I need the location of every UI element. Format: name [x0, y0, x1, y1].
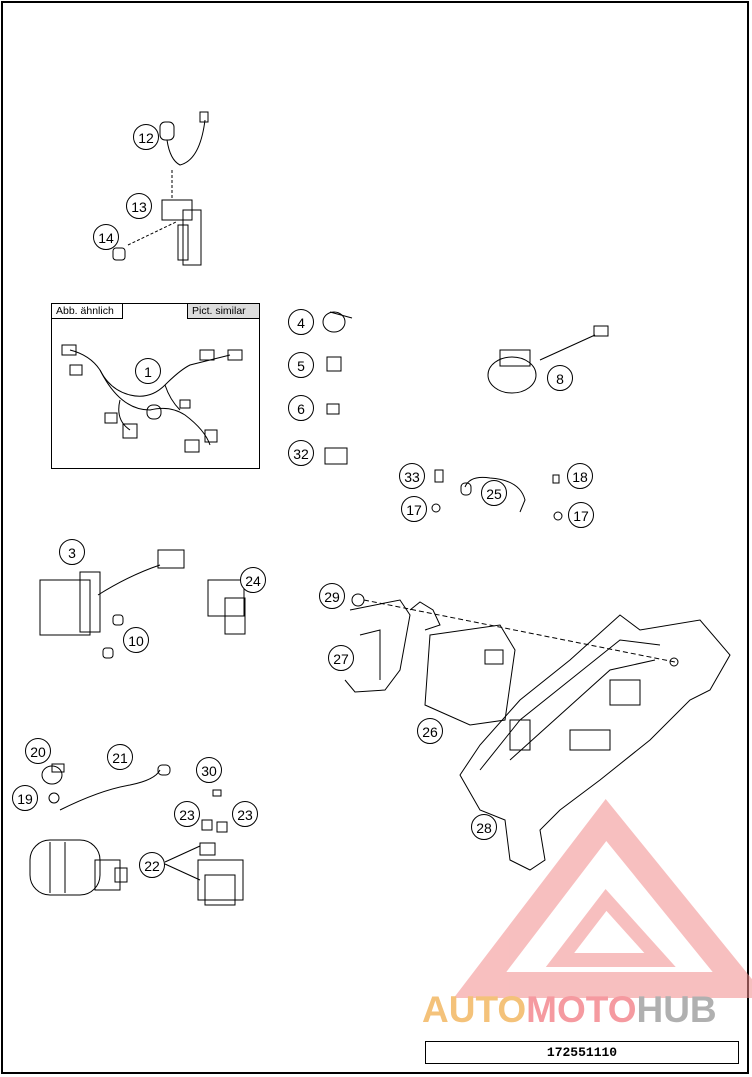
fuse-box-cover — [207, 579, 246, 635]
harness-inset — [51, 303, 260, 469]
voltage-regulator — [39, 549, 185, 659]
battery-cable — [431, 469, 563, 521]
callout-4: 4 — [288, 309, 314, 335]
starter-cable — [41, 763, 171, 811]
callout-8: 8 — [547, 365, 573, 391]
callout-6: 6 — [288, 395, 314, 421]
callout-23b: 23 — [232, 801, 258, 827]
similar-label-english: Pict. similar — [187, 304, 259, 319]
callout-5: 5 — [288, 352, 314, 378]
watermark-part-3: HUB — [636, 989, 717, 1030]
callout-26: 26 — [417, 718, 443, 744]
callout-14: 14 — [93, 224, 119, 250]
starter-relay — [487, 325, 609, 394]
watermark-part-1: AUTO — [422, 989, 527, 1030]
callout-24: 24 — [240, 567, 266, 593]
callout-23a: 23 — [174, 801, 200, 827]
battery-holder-assembly — [344, 593, 731, 871]
callout-27: 27 — [328, 645, 354, 671]
callout-21: 21 — [107, 744, 133, 770]
wiring-harness-illustration — [61, 344, 243, 453]
callout-1: 1 — [135, 358, 161, 384]
callout-33: 33 — [399, 463, 425, 489]
callout-3: 3 — [59, 539, 85, 565]
similar-label-german: Abb. ähnlich — [52, 304, 123, 319]
callout-25: 25 — [481, 480, 507, 506]
starter-motor — [29, 839, 128, 896]
callout-17a: 17 — [401, 496, 427, 522]
watermark-text: AUTOMOTOHUB — [422, 988, 744, 1032]
part-number-box: 172551110 — [425, 1041, 739, 1064]
callout-10: 10 — [123, 627, 149, 653]
callout-17b: 17 — [568, 502, 594, 528]
small-clips — [322, 311, 353, 465]
callout-13: 13 — [126, 193, 152, 219]
callout-12: 12 — [133, 124, 159, 150]
callout-18: 18 — [567, 463, 593, 489]
switch-assembly — [112, 111, 209, 266]
callout-29: 29 — [319, 583, 345, 609]
callout-32: 32 — [288, 440, 314, 466]
watermark-logo — [453, 798, 752, 998]
main-relay — [164, 789, 244, 906]
callout-28: 28 — [471, 814, 497, 840]
callout-22: 22 — [139, 852, 165, 878]
callout-30: 30 — [196, 757, 222, 783]
watermark-part-2: MOTO — [526, 989, 637, 1030]
callout-20: 20 — [25, 738, 51, 764]
callout-19: 19 — [12, 785, 38, 811]
